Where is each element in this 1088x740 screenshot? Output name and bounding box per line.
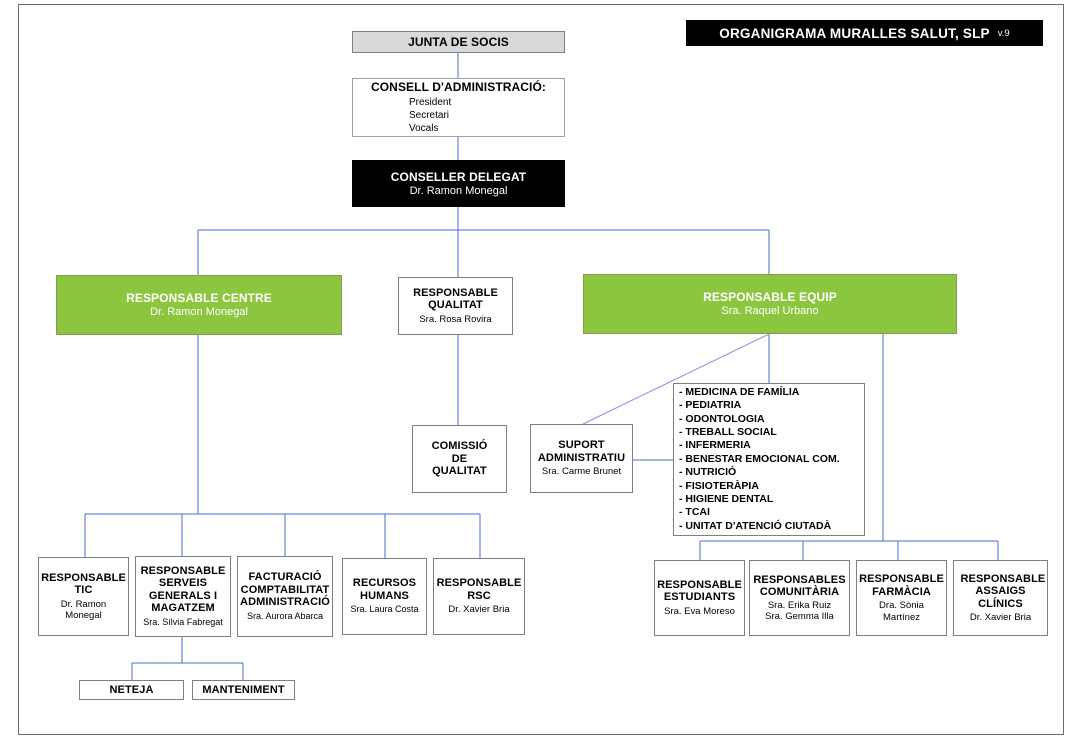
- node-person: Sra. Laura Costa: [350, 604, 419, 615]
- node-neteja: NETEJA: [79, 680, 184, 700]
- department-item: - FISIOTERÀPIA: [679, 479, 759, 492]
- node-title: COMISSIÓ DE QUALITAT: [431, 440, 488, 478]
- node-title: RESPONSABLE TIC: [41, 571, 126, 597]
- department-item: - BENESTAR EMOCIONAL COM.: [679, 452, 840, 465]
- node-responsable-centre: RESPONSABLE CENTRE Dr. Ramon Monegal: [56, 275, 342, 335]
- node-title: RESPONSABLE ESTUDIANTS: [657, 578, 742, 604]
- node-responsable-farmacia: RESPONSABLE FARMÀCIA Dra. Sònia Martínez: [856, 560, 947, 636]
- node-title: CONSELLER DELEGAT: [390, 169, 527, 184]
- consell-member: President: [409, 97, 452, 108]
- node-person: Sra. Gemma Illa: [765, 611, 834, 622]
- node-person: Dr. Ramon Monegal: [409, 184, 508, 197]
- node-title: CONSELL D'ADMINISTRACIÓ:: [370, 80, 547, 94]
- department-item: - TCAI: [679, 506, 710, 519]
- node-title: MANTENIMENT: [202, 683, 285, 696]
- department-item: - UNITAT D'ATENCIÓ CIUTADÀ: [679, 519, 832, 532]
- org-title: ORGANIGRAMA MURALLES SALUT, SLP: [719, 25, 990, 41]
- node-title: FACTURACIÓ COMPTABILITAT ADMINISTRACIÓ: [240, 571, 330, 608]
- node-title: NETEJA: [109, 683, 154, 696]
- node-person: Sra. Eva Moreso: [664, 605, 735, 617]
- node-title: RESPONSABLE RSC: [436, 577, 522, 602]
- node-person: Sra. Sílvia Fabregat: [143, 616, 223, 627]
- consell-members-list: President Secretari Vocals: [353, 96, 451, 135]
- node-title: RESPONSABLE ASSAIGS CLÍNICS: [960, 572, 1046, 610]
- node-responsable-tic: RESPONSABLE TIC Dr. Ramon Monegal: [38, 557, 129, 636]
- node-title: RESPONSABLE CENTRE: [126, 291, 272, 306]
- node-title: RESPONSABLE SERVEIS GENERALS I MAGATZEM: [140, 564, 226, 615]
- org-version: v.9: [997, 27, 1010, 39]
- node-responsable-qualitat: RESPONSABLE QUALITAT Sra. Rosa Rovira: [398, 277, 513, 335]
- node-person: Sra. Erika Ruiz: [767, 599, 832, 611]
- department-item: - INFERMERIA: [679, 439, 751, 452]
- node-consell-administracio: CONSELL D'ADMINISTRACIÓ: President Secre…: [352, 78, 565, 137]
- consell-member: Secretari: [409, 110, 450, 121]
- node-title: RESPONSABLE QUALITAT: [413, 286, 498, 312]
- consell-member: Vocals: [409, 123, 439, 134]
- equip-departments-list: - MEDICINA DE FAMÍLIA - PEDIATRIA - ODON…: [673, 383, 865, 536]
- node-title: RECURSOS HUMANS: [352, 577, 417, 602]
- node-responsable-assaigs-clinics: RESPONSABLE ASSAIGS CLÍNICS Dr. Xavier B…: [953, 560, 1048, 636]
- node-title: RESPONSABLE FARMÀCIA: [859, 573, 944, 598]
- node-person: Sra. Raquel Urbano: [721, 305, 819, 318]
- connector-line: [84, 53, 999, 680]
- node-manteniment: MANTENIMENT: [192, 680, 295, 700]
- node-comissio-qualitat: COMISSIÓ DE QUALITAT: [412, 425, 507, 493]
- node-person: Dr. Xavier Bria: [969, 612, 1032, 623]
- node-responsable-serveis-generals: RESPONSABLE SERVEIS GENERALS I MAGATZEM …: [135, 556, 231, 637]
- node-facturacio-comptabilitat: FACTURACIÓ COMPTABILITAT ADMINISTRACIÓ S…: [237, 556, 333, 637]
- connector-line-diagonal: [582, 333, 770, 425]
- node-person: Dr. Xavier Bria: [448, 604, 510, 616]
- node-recursos-humans: RECURSOS HUMANS Sra. Laura Costa: [342, 558, 427, 635]
- node-title: SUPORT ADMINISTRATIU: [537, 439, 626, 464]
- node-title: RESPONSABLES COMUNITÀRIA: [753, 573, 846, 599]
- page-border-frame: [18, 4, 1064, 735]
- department-item: - NUTRICIÓ: [679, 466, 737, 479]
- node-conseller-delegat: CONSELLER DELEGAT Dr. Ramon Monegal: [352, 160, 565, 207]
- node-title: JUNTA DE SOCIS: [408, 35, 509, 49]
- node-responsables-comunitaria: RESPONSABLES COMUNITÀRIA Sra. Erika Ruiz…: [749, 560, 850, 636]
- node-responsable-estudiants: RESPONSABLE ESTUDIANTS Sra. Eva Moreso: [654, 560, 745, 636]
- department-item: - MEDICINA DE FAMÍLIA: [679, 385, 800, 398]
- node-person: Sra. Carme Brunet: [541, 466, 622, 478]
- node-responsable-rsc: RESPONSABLE RSC Dr. Xavier Bria: [433, 558, 525, 635]
- node-suport-administratiu: SUPORT ADMINISTRATIU Sra. Carme Brunet: [530, 424, 633, 493]
- department-item: - PEDIATRIA: [679, 399, 742, 412]
- node-person: Dr. Ramon Monegal: [60, 598, 107, 622]
- department-item: - HIGIENE DENTAL: [679, 493, 774, 506]
- node-person: Sra. Aurora Abarca: [246, 610, 324, 621]
- department-item: - TREBALL SOCIAL: [679, 425, 777, 438]
- node-person: Dra. Sònia Martínez: [879, 600, 924, 623]
- node-responsable-equip: RESPONSABLE EQUIP Sra. Raquel Urbano: [583, 274, 957, 334]
- node-person: Dr. Ramon Monegal: [150, 306, 248, 319]
- org-title-banner: ORGANIGRAMA MURALLES SALUT, SLP v.9: [686, 20, 1043, 46]
- department-item: - ODONTOLOGIA: [679, 412, 765, 425]
- node-person: Sra. Rosa Rovira: [419, 313, 492, 325]
- node-junta-de-socis: JUNTA DE SOCIS: [352, 31, 565, 53]
- node-title: RESPONSABLE EQUIP: [703, 290, 837, 305]
